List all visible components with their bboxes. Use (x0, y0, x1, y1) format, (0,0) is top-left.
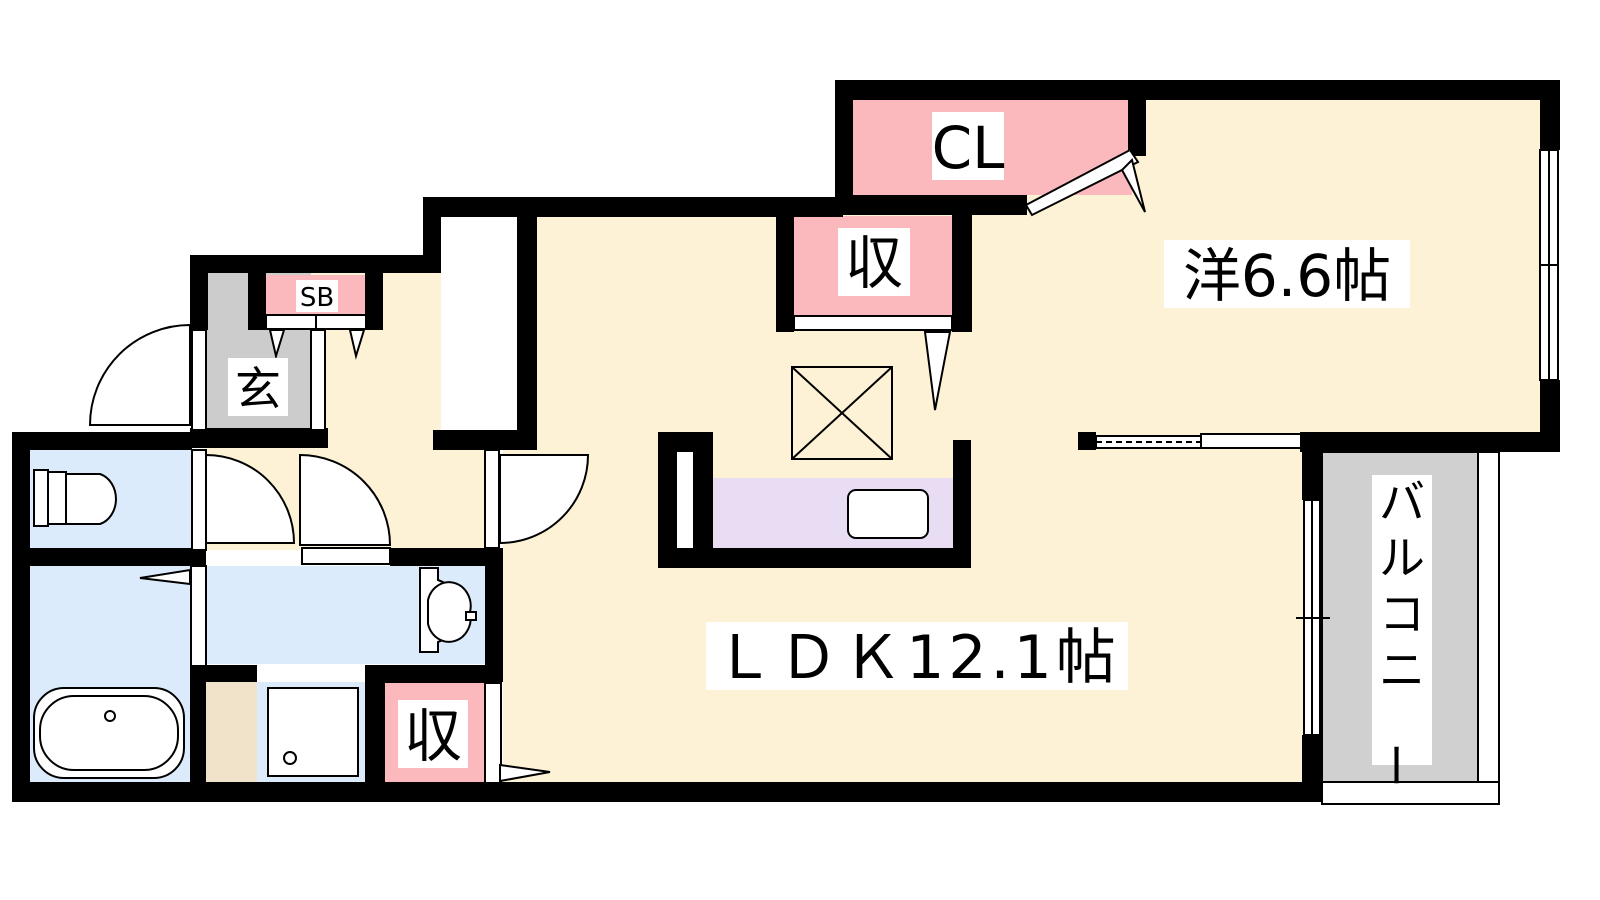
wall (12, 432, 30, 802)
balcony-label: バルコニー (1368, 475, 1425, 788)
wall (190, 428, 328, 448)
wall (1300, 432, 1560, 452)
entrance-door-swing (88, 323, 191, 426)
ldk-door-swing (499, 454, 590, 545)
wall (1302, 735, 1322, 802)
wall (12, 548, 206, 566)
openings (441, 217, 693, 548)
closet-label-bg (932, 112, 1004, 180)
wall (1078, 432, 1096, 450)
closet-door-swing (1024, 148, 1140, 217)
storage-upper-label-bg (838, 228, 910, 296)
wall (190, 255, 500, 273)
wall (1540, 80, 1560, 150)
wall (658, 548, 971, 568)
wall (952, 197, 972, 332)
washer-space-icon (267, 687, 359, 777)
washer-side-storage (205, 682, 257, 782)
wall (365, 665, 502, 683)
wall (835, 195, 1027, 215)
wall-gap (498, 217, 517, 430)
wall (835, 80, 1560, 100)
door-frame (301, 547, 391, 565)
wall (365, 273, 383, 330)
wall (835, 80, 853, 210)
refrigerator-icon (791, 366, 893, 460)
storage-lower-label: 収 (404, 702, 462, 770)
wall (12, 432, 192, 450)
washroom-door-swing (299, 453, 392, 546)
door-frame (484, 682, 502, 784)
ldk-label: ＬＤＫ12.1帖 (714, 623, 1120, 693)
entrance-label: 玄 (235, 362, 281, 416)
wall (365, 665, 385, 785)
wall (485, 548, 503, 682)
door-frame (191, 449, 207, 551)
shoe-box-label-bg (296, 280, 338, 312)
door-frame (190, 565, 207, 667)
wash-basin-icon (419, 567, 477, 653)
wall (1302, 432, 1322, 500)
ldk-label-bg (706, 622, 1128, 690)
wall (390, 548, 502, 566)
windows (190, 149, 1559, 784)
wall (190, 255, 208, 330)
closet-door (793, 315, 953, 331)
balcony-rail (1321, 451, 1500, 805)
wall (776, 197, 794, 332)
storage-upper-label: 収 (845, 229, 903, 297)
wall (190, 665, 206, 785)
bathtub-icon (33, 687, 185, 779)
door-frame (310, 329, 326, 431)
fixtures (33, 366, 929, 779)
kitchen-sink-icon (847, 489, 929, 539)
kitchen-window-slot (677, 452, 693, 548)
balcony-label-bg (1372, 475, 1432, 765)
wall (248, 273, 266, 330)
door-frame (484, 449, 500, 549)
door-frame (191, 329, 207, 431)
storage-lower-label-bg (398, 700, 468, 768)
wall (205, 665, 257, 682)
western-room-label-bg (1164, 240, 1410, 308)
wall (517, 200, 537, 450)
toilet-icon (33, 469, 117, 527)
entrance-label-bg (228, 358, 288, 416)
wall (953, 440, 971, 568)
sliding-door (1200, 433, 1302, 449)
door-arrows (139, 158, 1146, 783)
walls (12, 80, 1560, 802)
western-room-label: 洋6.6帖 (1183, 242, 1391, 310)
door-swings (88, 148, 1140, 546)
labels: CL 洋6.6帖 収 SB 玄 ＬＤＫ12.1帖 収 バルコニー (228, 112, 1432, 788)
shoe-box-label: SB (300, 283, 334, 313)
toilet-door-swing (205, 453, 296, 544)
wall (12, 782, 1322, 802)
wall (1128, 98, 1146, 156)
closet-label: CL (932, 114, 1005, 182)
